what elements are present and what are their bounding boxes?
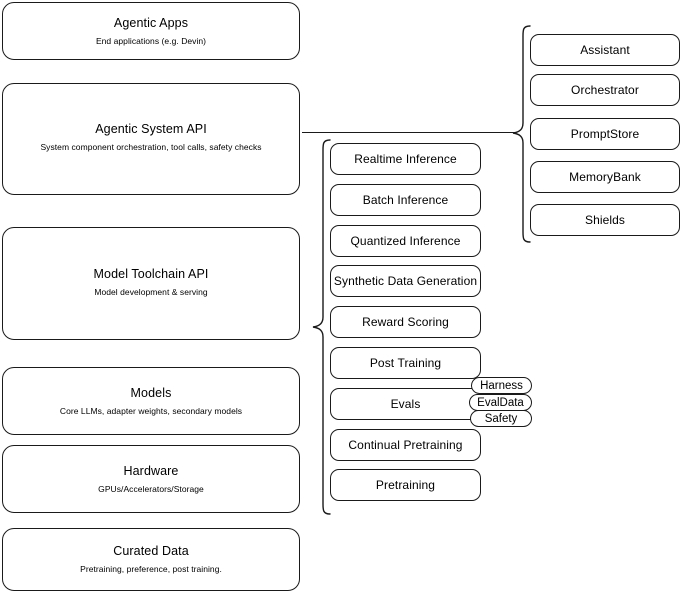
toolchain-label: Post Training	[369, 356, 442, 370]
toolchain-label: Reward Scoring	[362, 315, 449, 329]
layer-title: Hardware	[123, 463, 179, 478]
layer-hardware[interactable]: Hardware GPUs/Accelerators/Storage	[2, 445, 300, 513]
component-orchestrator[interactable]: Orchestrator	[530, 74, 680, 106]
toolchain-label: Batch Inference	[362, 193, 449, 207]
evals-subcomponent-label: Harness	[480, 379, 523, 392]
toolchain-label: Synthetic Data Generation	[333, 274, 478, 288]
toolchain-evals[interactable]: Evals	[330, 388, 481, 420]
layer-models[interactable]: Models Core LLMs, adapter weights, secon…	[2, 367, 300, 435]
brace-toolchain-components	[312, 138, 332, 518]
layer-subtitle: GPUs/Accelerators/Storage	[98, 483, 204, 494]
layer-title: Agentic Apps	[113, 15, 189, 30]
layer-model-toolchain-api[interactable]: Model Toolchain API Model development & …	[2, 227, 300, 340]
component-promptstore[interactable]: PromptStore	[530, 118, 680, 150]
evals-subcomponent-label: EvalData	[477, 396, 524, 409]
evals-subcomponent-label: Safety	[484, 412, 518, 425]
layer-subtitle: Pretraining, preference, post training.	[80, 564, 222, 574]
toolchain-batch-inference[interactable]: Batch Inference	[330, 184, 481, 216]
toolchain-label: Pretraining	[375, 478, 436, 492]
toolchain-synthetic-data-generation[interactable]: Synthetic Data Generation	[330, 265, 481, 297]
toolchain-realtime-inference[interactable]: Realtime Inference	[330, 143, 481, 175]
component-label: Assistant	[580, 43, 630, 57]
toolchain-label: Continual Pretraining	[348, 438, 463, 452]
toolchain-reward-scoring[interactable]: Reward Scoring	[330, 306, 481, 338]
toolchain-label: Evals	[390, 397, 421, 411]
component-label: MemoryBank	[569, 170, 641, 184]
evals-subcomponent-safety[interactable]: Safety	[470, 410, 532, 427]
component-shields[interactable]: Shields	[530, 204, 680, 236]
layer-title: Curated Data	[113, 544, 189, 558]
component-label: Shields	[584, 213, 626, 227]
toolchain-label: Realtime Inference	[354, 152, 457, 166]
layer-agentic-system-api[interactable]: Agentic System API System component orch…	[2, 83, 300, 195]
layer-title: Models	[130, 385, 172, 400]
brace-system-components	[510, 24, 532, 246]
toolchain-label: Quantized Inference	[350, 234, 461, 248]
layer-title: Model Toolchain API	[93, 267, 209, 281]
component-label: PromptStore	[570, 127, 640, 141]
layer-subtitle: End applications (e.g. Devin)	[95, 35, 207, 46]
layer-curated-data[interactable]: Curated Data Pretraining, preference, po…	[2, 528, 300, 591]
layer-subtitle: Model development & serving	[94, 287, 208, 297]
layer-title: Agentic System API	[95, 121, 207, 136]
evals-subcomponent-evaldata[interactable]: EvalData	[469, 394, 532, 411]
layer-subtitle: System component orchestration, tool cal…	[40, 141, 262, 152]
toolchain-post-training[interactable]: Post Training	[330, 347, 481, 379]
component-memorybank[interactable]: MemoryBank	[530, 161, 680, 193]
component-label: Orchestrator	[571, 83, 639, 97]
component-assistant[interactable]: Assistant	[530, 34, 680, 66]
layer-agentic-apps[interactable]: Agentic Apps End applications (e.g. Devi…	[2, 2, 300, 60]
toolchain-pretraining[interactable]: Pretraining	[330, 469, 481, 501]
evals-subcomponent-harness[interactable]: Harness	[471, 377, 532, 394]
toolchain-continual-pretraining[interactable]: Continual Pretraining	[330, 429, 481, 461]
layer-subtitle: Core LLMs, adapter weights, secondary mo…	[59, 405, 243, 416]
connector-line-system-api	[302, 132, 516, 134]
toolchain-quantized-inference[interactable]: Quantized Inference	[330, 225, 481, 257]
